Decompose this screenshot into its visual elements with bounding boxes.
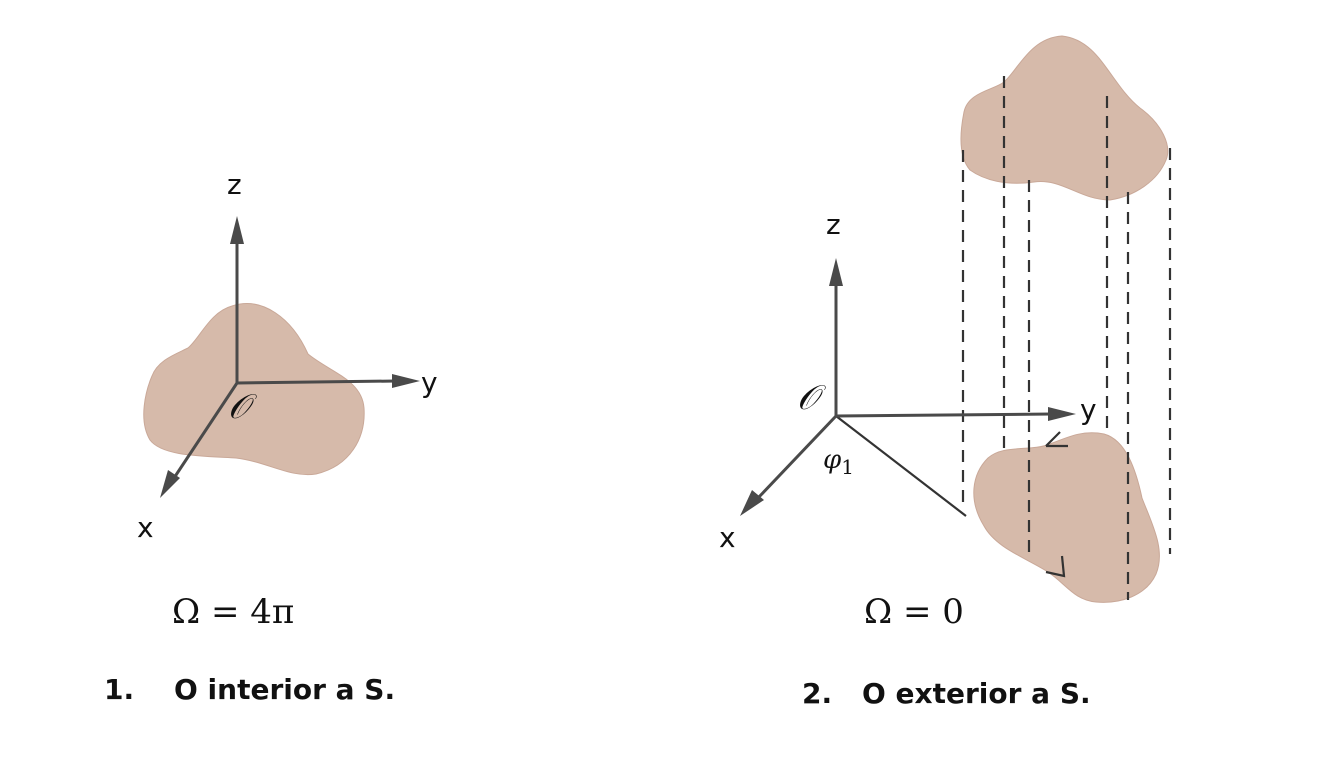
upper-surface bbox=[960, 35, 1169, 201]
x-axis-label: x bbox=[719, 521, 736, 554]
angle-subscript: 1 bbox=[841, 455, 854, 479]
z-axis-arrowhead bbox=[230, 216, 244, 244]
y-axis bbox=[835, 412, 1053, 418]
x-axis-arrowhead bbox=[740, 490, 764, 516]
origin-label: 𝒪 bbox=[797, 378, 826, 418]
caption-number: 1. bbox=[104, 673, 134, 706]
angle-symbol: φ bbox=[823, 445, 842, 475]
panel-exterior: z y x 𝒪 φ1 Ω = 0 2. O exterior a S. bbox=[719, 35, 1172, 710]
closed-surface-s bbox=[973, 432, 1160, 603]
y-axis-arrowhead bbox=[1048, 407, 1076, 421]
panel-interior: z y x 𝒪 Ω = 4π 1. O interior a S. bbox=[104, 168, 438, 706]
y-axis-label: y bbox=[421, 366, 438, 399]
x-axis-arrowhead bbox=[160, 470, 180, 498]
solid-angle-formula: Ω = 0 bbox=[864, 592, 964, 632]
angle-label: φ1 bbox=[823, 445, 854, 479]
caption-text: O interior a S. bbox=[174, 673, 395, 706]
y-axis bbox=[236, 379, 397, 385]
caption-text: O exterior a S. bbox=[862, 677, 1091, 710]
angle-tick-upper bbox=[1045, 431, 1068, 448]
y-axis-arrowhead bbox=[392, 374, 420, 388]
y-axis-label: y bbox=[1080, 393, 1097, 426]
solid-angle-formula: Ω = 4π bbox=[172, 592, 294, 632]
angle-line bbox=[835, 415, 967, 517]
caption-number: 2. bbox=[802, 677, 832, 710]
closed-surface-s bbox=[143, 303, 365, 476]
z-axis-label: z bbox=[826, 208, 841, 241]
x-axis-label: x bbox=[137, 511, 154, 544]
x-axis bbox=[756, 414, 838, 500]
z-axis-label: z bbox=[227, 168, 242, 201]
angle-tick-lower bbox=[1045, 555, 1066, 578]
x-axis bbox=[172, 382, 239, 479]
z-axis-arrowhead bbox=[829, 258, 843, 286]
